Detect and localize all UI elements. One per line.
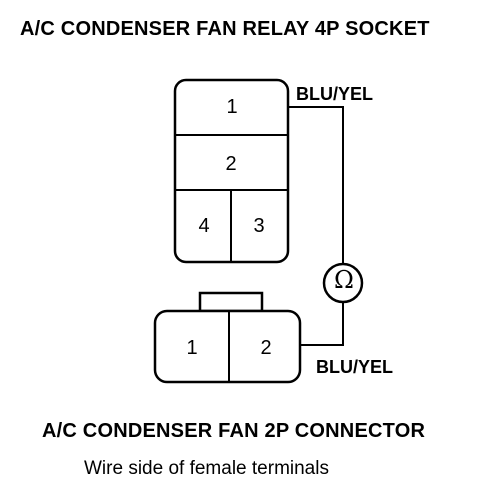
- fan-connector-wire-label: BLU/YEL: [316, 357, 394, 377]
- relay-wire-label: BLU/YEL: [296, 84, 374, 104]
- fan-connector-title: A/C CONDENSER FAN 2P CONNECTOR: [42, 420, 426, 442]
- relay-socket-title: A/C CONDENSER FAN RELAY 4P SOCKET: [20, 18, 430, 40]
- terminal-view-caption: Wire side of female terminals: [84, 458, 329, 479]
- relay-pin-3: 3: [253, 215, 265, 237]
- relay-pin-2: 2: [225, 153, 237, 175]
- relay-pin-4: 4: [198, 215, 210, 237]
- fan-connector-latch: [198, 291, 264, 313]
- fan-connector-pin-2: 2: [260, 337, 272, 359]
- fan-connector-pin-1: 1: [186, 337, 198, 359]
- fan-connector-outline: [153, 309, 302, 384]
- wire-relay-to-meter: [288, 106, 344, 263]
- wire-meter-to-connector: [300, 302, 344, 346]
- ohmmeter-icon: Ω: [334, 266, 354, 294]
- relay-pin-1: 1: [226, 96, 238, 118]
